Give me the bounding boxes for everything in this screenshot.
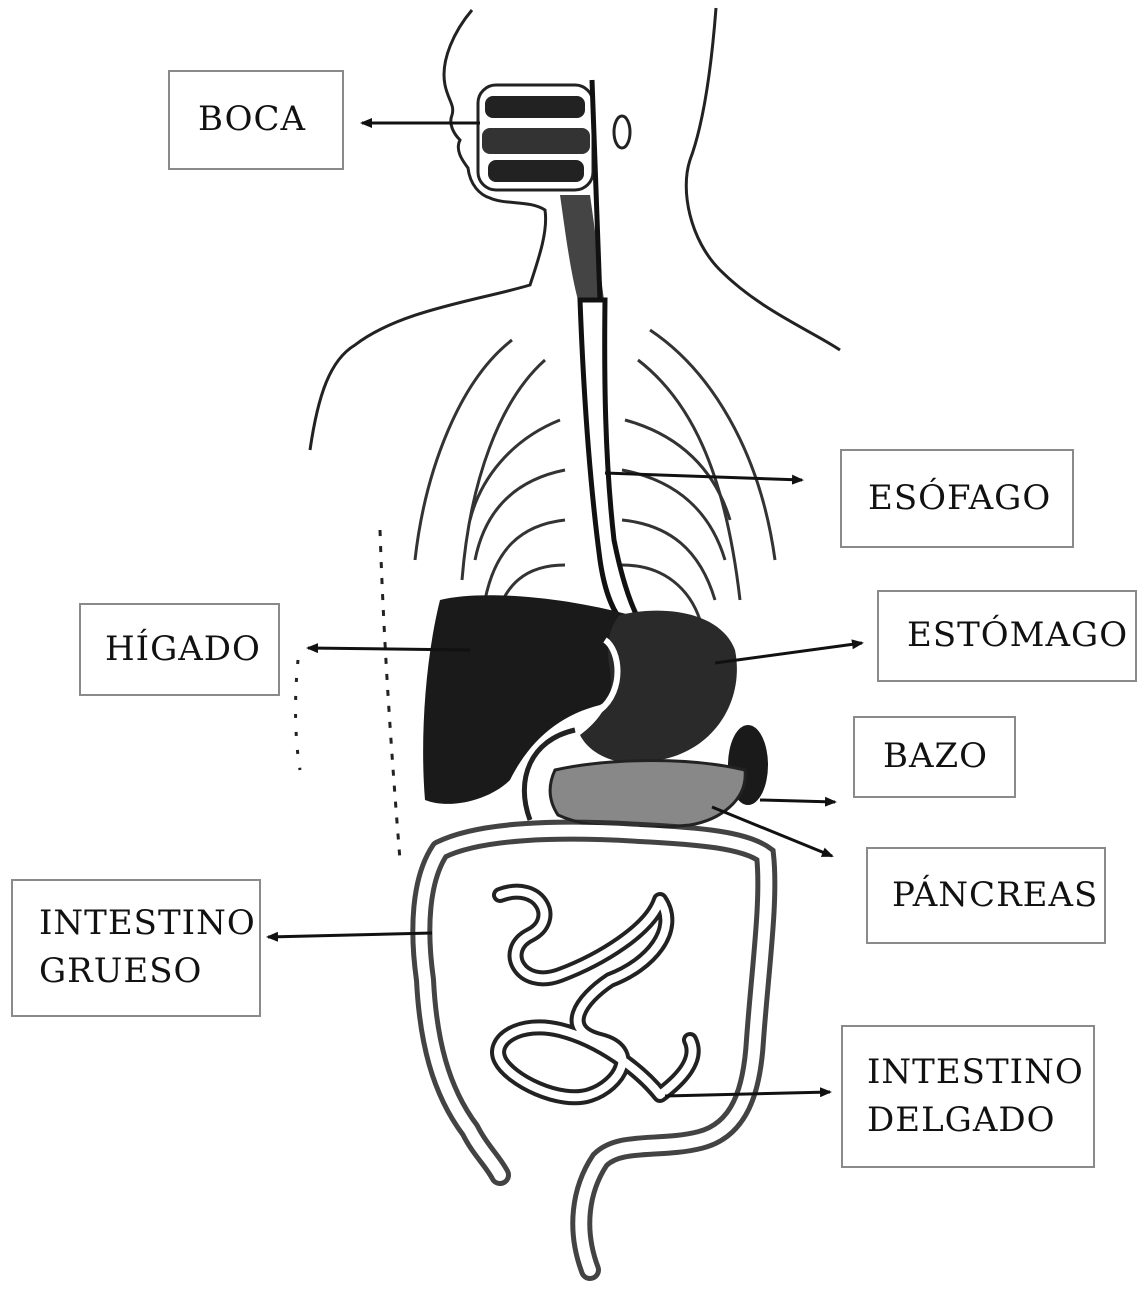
label-intestino-delgado: INTESTINO DELGADO [841, 1025, 1095, 1168]
label-esofago: ESÓFAGO [840, 449, 1074, 548]
arrow-esofago [605, 473, 802, 480]
label-higado: HÍGADO [79, 603, 280, 696]
arrow-intestino-delgado [665, 1092, 830, 1096]
label-higado-text: HÍGADO [105, 626, 261, 674]
label-intestino-grueso-line2: GRUESO [39, 948, 202, 996]
label-esofago-text: ESÓFAGO [868, 475, 1051, 523]
mouth-illustration [478, 85, 630, 190]
label-intestino-grueso-line1: INTESTINO [39, 900, 256, 948]
arrow-bazo [760, 800, 835, 802]
label-pancreas: PÁNCREAS [866, 847, 1106, 944]
label-intestino-grueso: INTESTINO GRUESO [11, 879, 261, 1017]
arrow-estomago [715, 643, 862, 663]
label-bazo: BAZO [853, 716, 1016, 798]
arrow-higado [308, 648, 470, 650]
label-boca-text: BOCA [198, 96, 306, 144]
label-boca: BOCA [168, 70, 344, 170]
label-intestino-delgado-line2: DELGADO [867, 1097, 1056, 1145]
label-bazo-text: BAZO [883, 733, 988, 781]
arrow-intestino-grueso [268, 933, 432, 937]
label-estomago-text: ESTÓMAGO [907, 612, 1128, 660]
label-estomago: ESTÓMAGO [877, 590, 1137, 682]
label-intestino-delgado-line1: INTESTINO [867, 1049, 1084, 1097]
pancreas-illustration [550, 761, 745, 828]
label-pancreas-text: PÁNCREAS [892, 872, 1098, 920]
